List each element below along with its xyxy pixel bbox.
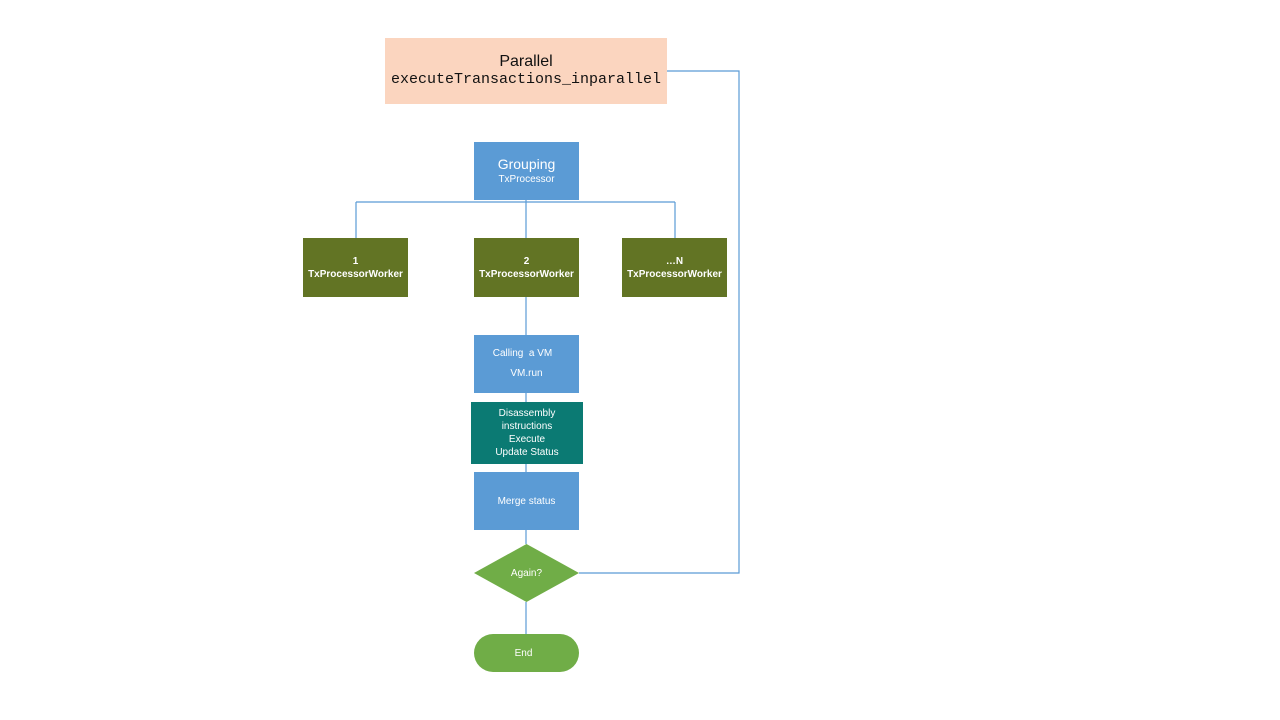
execute-node: Disassembly instructions Execute Update … xyxy=(471,402,583,464)
execute-line: Update Status xyxy=(495,447,559,458)
execute-line: instructions xyxy=(501,421,553,432)
worker-label: TxProcessorWorker xyxy=(627,268,722,280)
parallel-node: Parallel executeTransactions_inparallel xyxy=(385,38,667,104)
grouping-branch-connector xyxy=(355,200,676,238)
again-decision-node: Again? xyxy=(474,544,579,602)
parallel-title: Parallel xyxy=(499,53,553,70)
worker-index: 2 xyxy=(523,255,530,267)
vm-call-title: Calling a VM xyxy=(492,348,553,359)
worker-label: TxProcessorWorker xyxy=(479,268,574,280)
vm-call-node: Calling a VM VM.run xyxy=(474,335,579,393)
merge-status-label: Merge status xyxy=(497,495,556,507)
parallel-function-name: executeTransactions_inparallel xyxy=(390,71,662,88)
loop-back-connector xyxy=(579,70,740,574)
worker-node-1: 1 TxProcessorWorker xyxy=(303,238,408,297)
vm-call-method: VM.run xyxy=(510,368,543,379)
grouping-title: Grouping xyxy=(497,156,556,172)
merge-status-node: Merge status xyxy=(474,472,579,530)
worker-index: 1 xyxy=(352,255,359,267)
grouping-node: Grouping TxProcessor xyxy=(474,142,579,200)
end-node: End xyxy=(474,634,579,672)
decision-diamond-shape xyxy=(474,544,579,602)
worker-index: …N xyxy=(665,255,684,267)
end-label: End xyxy=(514,647,533,659)
again-decision-label: Again? xyxy=(510,567,543,579)
execute-line: Disassembly xyxy=(498,408,556,419)
execute-line: Execute xyxy=(508,434,546,445)
worker-node-2: 2 TxProcessorWorker xyxy=(474,238,579,297)
worker-label: TxProcessorWorker xyxy=(308,268,403,280)
grouping-subtitle: TxProcessor xyxy=(498,174,555,185)
worker-node-n: …N TxProcessorWorker xyxy=(622,238,727,297)
